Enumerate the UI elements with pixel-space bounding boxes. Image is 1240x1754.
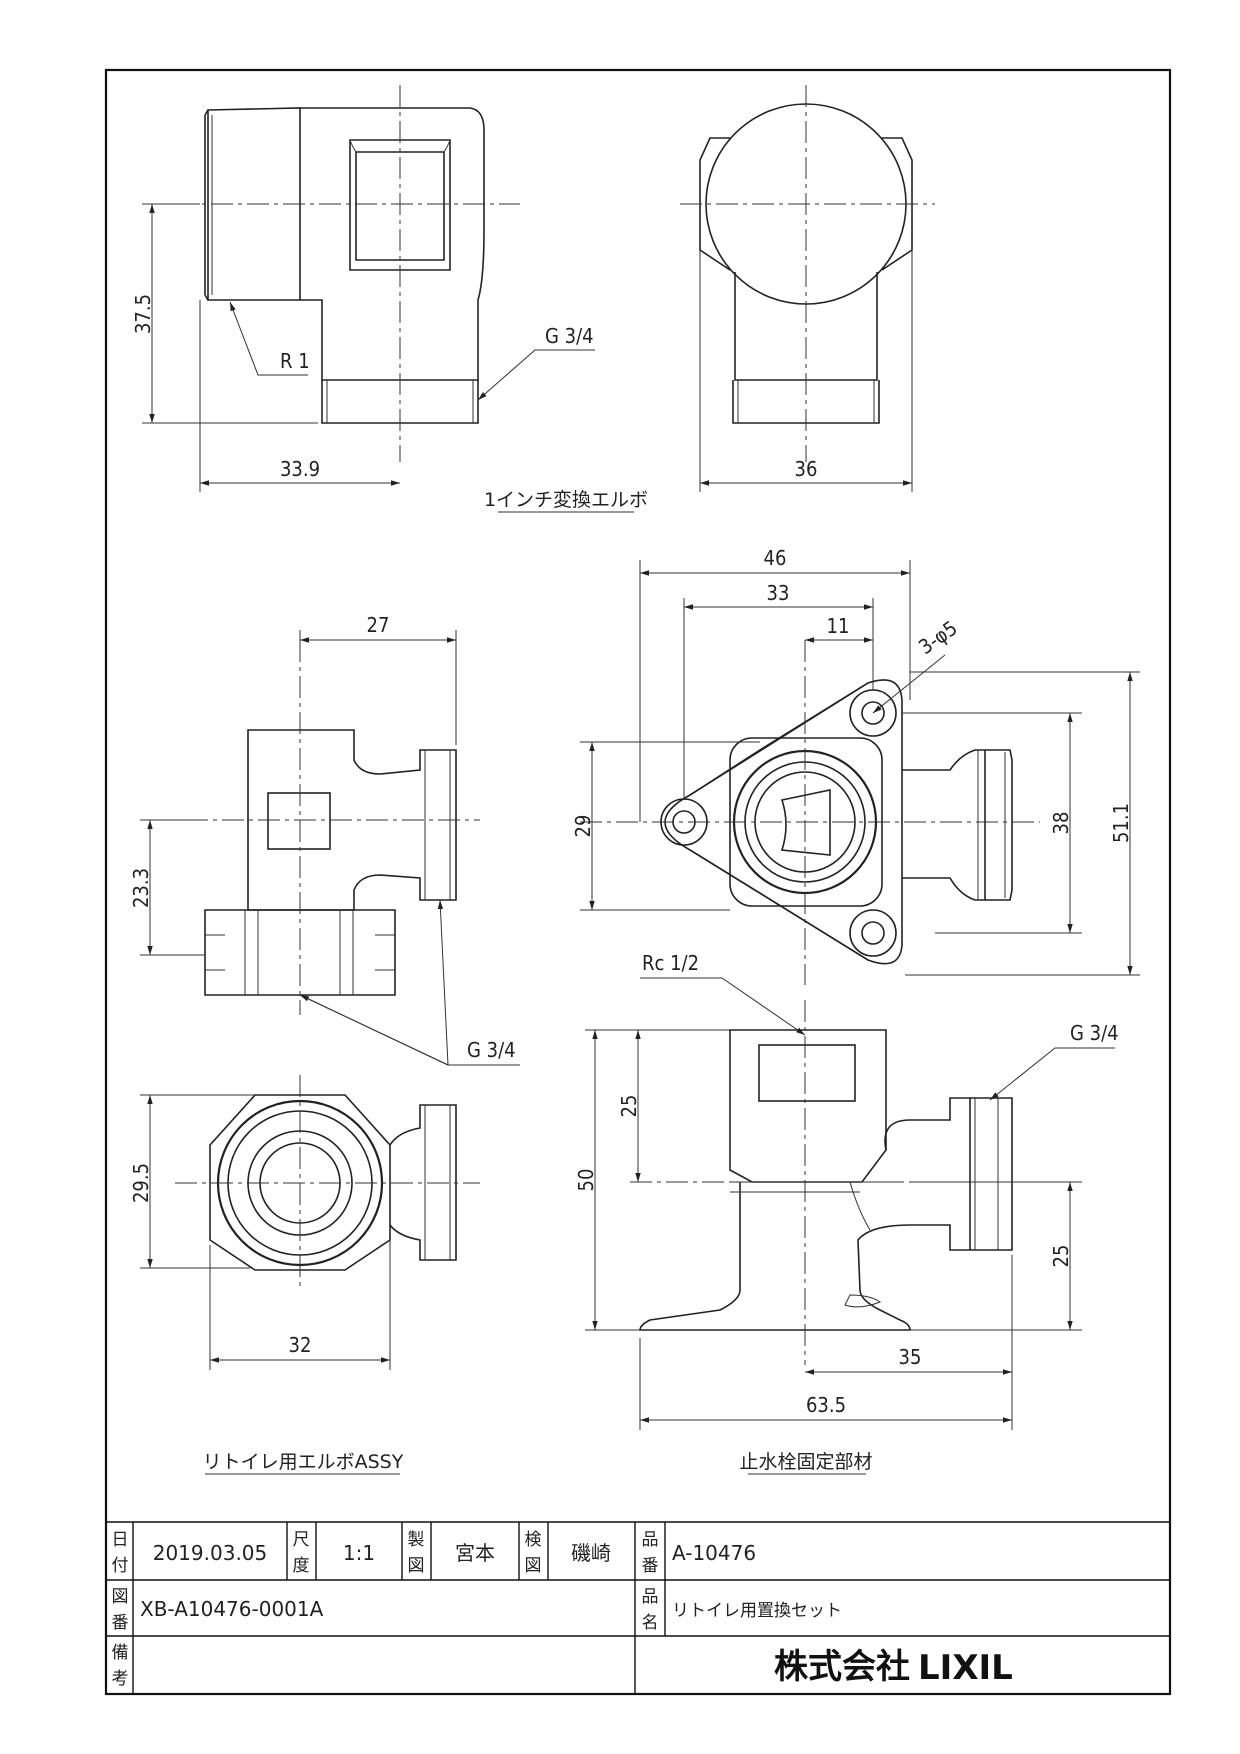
elbow-assy-end-view <box>175 1075 480 1290</box>
label-scale-1: 尺 <box>293 1530 310 1550</box>
callout-g34-fixing: G 3/4 <box>1070 1021 1119 1045</box>
company-name: 株式会社 <box>774 1647 910 1687</box>
dim-50: 50 <box>574 1169 598 1192</box>
dim-38: 38 <box>1049 812 1073 835</box>
dim-11: 11 <box>827 614 850 638</box>
dim-35: 35 <box>899 1345 922 1369</box>
callout-3-holes: 3-φ5 <box>914 616 962 659</box>
dim-63-5: 63.5 <box>806 1393 846 1417</box>
label-partname-1: 品 <box>642 1587 659 1607</box>
callout-g34-assy: G 3/4 <box>467 1038 516 1062</box>
elbow-1inch-front-view <box>680 85 935 462</box>
dim-25-top: 25 <box>617 1095 641 1118</box>
label-remarks-2: 考 <box>112 1669 129 1689</box>
made-by-value: 宮本 <box>455 1541 495 1565</box>
dim-46: 46 <box>764 546 787 570</box>
part-name-value: リトイレ用置換セット <box>672 1601 842 1621</box>
label-made-2: 図 <box>408 1556 425 1576</box>
dim-33: 33 <box>767 581 790 605</box>
callout-rc12: Rc 1/2 <box>642 951 699 975</box>
label-check-2: 図 <box>525 1556 542 1576</box>
label-date-1: 日 <box>112 1530 129 1550</box>
caption-1inch-elbow: 1インチ変換エルボ <box>484 489 648 511</box>
label-made-1: 製 <box>408 1530 425 1550</box>
callout-g34-elbow: G 3/4 <box>545 324 594 348</box>
dim-25-bottom: 25 <box>1049 1245 1073 1268</box>
label-remarks-1: 備 <box>112 1643 129 1663</box>
label-drawno-1: 図 <box>112 1587 129 1607</box>
label-drawno-2: 番 <box>112 1613 129 1633</box>
fixing-part-top-dims: 46 33 11 3-φ5 29 38 51.1 <box>571 546 1140 976</box>
elbow-1inch-side-view <box>175 85 520 462</box>
dim-51-1: 51.1 <box>1109 803 1133 843</box>
dim-23-3: 23.3 <box>129 868 153 908</box>
drawing-border <box>104 68 1172 1696</box>
fixing-part-top-view <box>580 640 1040 985</box>
fixing-part-side-view <box>630 1000 1050 1365</box>
checked-by-value: 磯崎 <box>571 1541 611 1565</box>
label-date-2: 付 <box>112 1556 129 1576</box>
callout-r1: R 1 <box>280 349 310 373</box>
part-no-value: A-10476 <box>672 1541 756 1565</box>
label-check-1: 検 <box>525 1530 542 1550</box>
title-block: 日 付 2019.03.05 尺 度 1:1 製 図 宮本 検 図 磯崎 品 番… <box>106 1521 1170 1694</box>
elbow-assy-end-dims: 29.5 32 <box>129 1094 391 1370</box>
label-scale-2: 度 <box>293 1556 310 1576</box>
caption-elbow-assy: リトイレ用エルボASSY <box>203 1451 404 1473</box>
dim-27: 27 <box>367 613 390 637</box>
elbow-1inch-front-dims: 36 <box>699 250 913 492</box>
elbow-assy-side-dims: 27 23.3 G 3/4 <box>129 613 520 1066</box>
dim-29-5: 29.5 <box>129 1163 153 1203</box>
label-partno-2: 番 <box>642 1556 659 1576</box>
dim-33-9: 33.9 <box>280 457 320 481</box>
dim-36: 36 <box>795 457 818 481</box>
dim-37-5: 37.5 <box>131 294 155 334</box>
elbow-1inch-side-dims: 37.5 33.9 R 1 G 3/4 <box>131 203 595 492</box>
fixing-part-side-dims: 50 25 25 35 63.5 Rc 1/2 G 3/4 <box>574 951 1119 1430</box>
drawing-no-value: XB-A10476-0001A <box>140 1597 324 1621</box>
dim-29: 29 <box>571 815 595 838</box>
scale-value: 1:1 <box>343 1541 375 1565</box>
elbow-assy-side-view <box>150 640 480 1015</box>
lixil-logo: LIXIL <box>918 1648 1013 1688</box>
label-partno-1: 品 <box>642 1530 659 1550</box>
label-partname-2: 名 <box>642 1613 659 1633</box>
dim-32: 32 <box>289 1333 312 1357</box>
date-value: 2019.03.05 <box>153 1541 268 1565</box>
caption-fixing-part: 止水栓固定部材 <box>739 1451 872 1473</box>
